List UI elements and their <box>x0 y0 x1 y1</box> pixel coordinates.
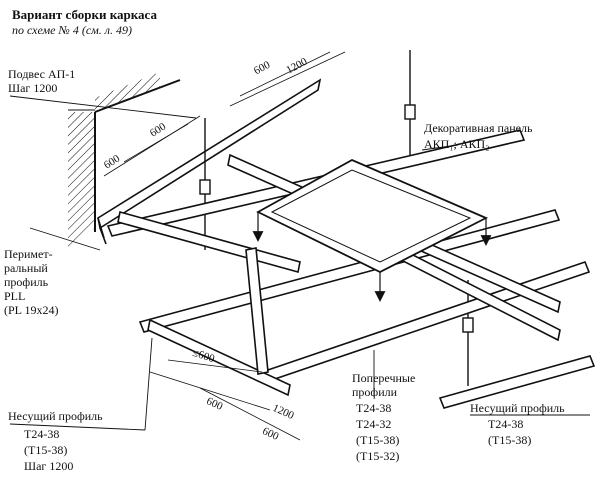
hanger-label-line2: Шаг 1200 <box>8 81 58 95</box>
cross-label-line4: T24-32 <box>356 417 392 431</box>
panel-label-line1: Декоративная панель <box>424 121 533 135</box>
main-left-label-line2: T24-38 <box>24 427 60 441</box>
cross-label-line5: (T15-38) <box>356 433 400 447</box>
hanger-label-line1: Подвес АП-1 <box>8 67 76 81</box>
cross-label-line3: T24-38 <box>356 401 392 415</box>
diagram-title: Вариант сборки каркаса <box>12 7 157 22</box>
hanger-rods <box>199 50 474 386</box>
diagram-subtitle: по схеме № 4 (см. л. 49) <box>12 23 133 37</box>
main-left-label-line3: (T15-38) <box>24 443 68 457</box>
dimension-lines <box>103 51 346 441</box>
perimeter-profile <box>97 78 322 245</box>
perimeter-label-line4: PLL <box>4 289 26 303</box>
main-right-label-line1: Несущий профиль <box>470 401 565 415</box>
decorative-panel <box>252 158 492 303</box>
perimeter-label-line2: ральный <box>4 261 48 275</box>
cross-label-line6: (T15-32) <box>356 449 400 463</box>
leader-lines <box>9 95 590 431</box>
perimeter-label-line1: Перимет- <box>4 247 53 261</box>
cross-label-line2: профили <box>352 385 398 399</box>
main-right-label-line3: (T15-38) <box>488 433 532 447</box>
perimeter-label-line5: (PL 19x24) <box>4 303 59 317</box>
panel-label-line2: АКП₁; АКП₂ <box>424 137 490 151</box>
perimeter-label-line3: профиль <box>4 275 49 289</box>
wall-hatch <box>68 72 181 248</box>
main-left-label-line4: Шаг 1200 <box>24 459 74 473</box>
main-left-label-line1: Несущий профиль <box>8 409 103 423</box>
cross-label-line1: Поперечные <box>352 371 416 385</box>
main-right-label-line2: T24-38 <box>488 417 524 431</box>
